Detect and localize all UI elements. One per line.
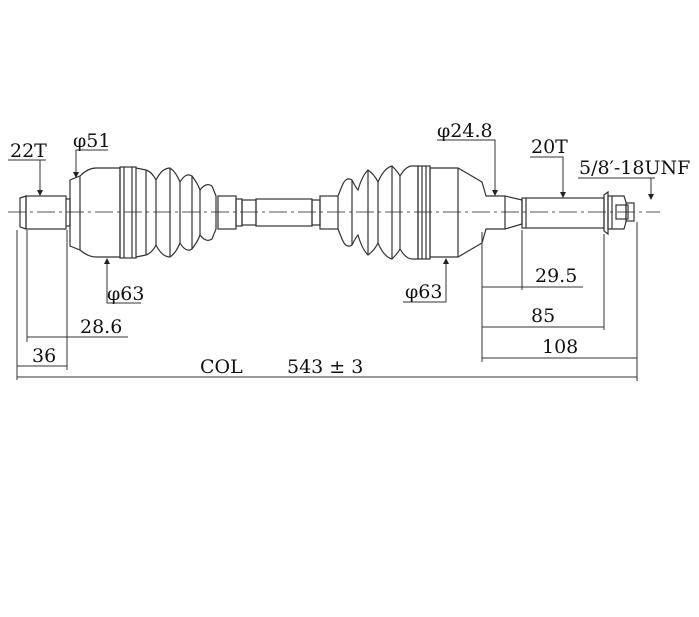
label-dia-63-outer: φ63 — [405, 281, 442, 303]
inner-cv-joint — [19, 166, 217, 259]
label-col: COL — [200, 356, 243, 378]
label-85: 85 — [531, 305, 555, 327]
label-dia-63-inner: φ63 — [107, 283, 144, 305]
label-dia-51: φ51 — [73, 130, 110, 152]
label-dia-24-8: φ24.8 — [437, 120, 493, 142]
label-20t: 20T — [531, 136, 568, 158]
label-29-5: 29.5 — [535, 265, 577, 287]
label-28-6: 28.6 — [80, 316, 122, 338]
label-36: 36 — [32, 345, 56, 367]
label-108: 108 — [542, 336, 578, 358]
dimension-lines — [8, 139, 655, 381]
outer-cv-joint — [337, 165, 635, 260]
label-overall-length: 543 ± 3 — [287, 356, 363, 378]
label-thread: 5/8′-18UNF — [579, 157, 690, 179]
shaft — [217, 195, 339, 230]
label-22t: 22T — [10, 140, 47, 162]
